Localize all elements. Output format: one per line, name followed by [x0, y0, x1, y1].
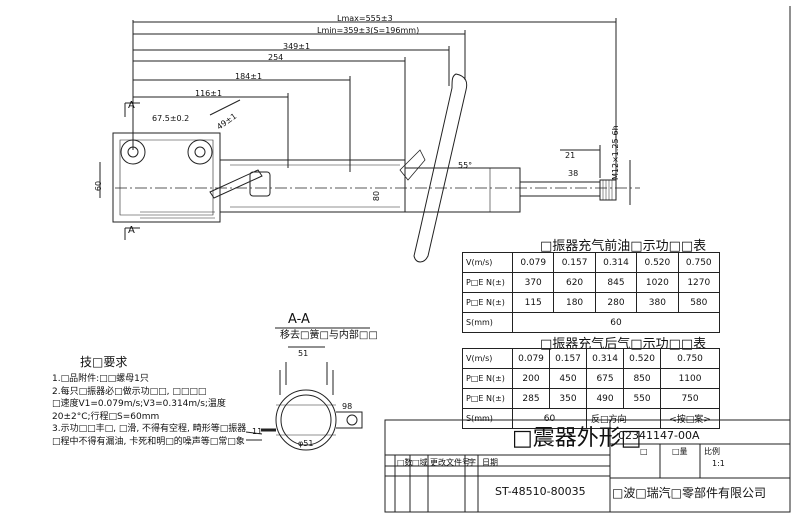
- dim-184: 184±1: [235, 72, 263, 81]
- table-row: P□E N(±) 115 180 280 380 580: [462, 292, 721, 313]
- cell: 0.750: [677, 252, 721, 273]
- cell: 0.157: [549, 348, 588, 369]
- cell: 1270: [677, 272, 721, 293]
- row-label: P□E N(±): [462, 272, 513, 293]
- cell: 60: [512, 312, 720, 333]
- drawing-number: ST-48510-80035: [495, 485, 586, 498]
- requirement-line: □程中不得有漏油, 卡死和明□的噪声等□常□象: [52, 436, 245, 447]
- row-label: P□E N(±): [462, 292, 513, 313]
- dim-80: 80: [372, 190, 382, 202]
- cell: 0.520: [636, 252, 679, 273]
- table-front: V(m/s) 0.079 0.157 0.314 0.520 0.750 P□E…: [462, 252, 721, 333]
- title-block-header: 字: [468, 458, 476, 467]
- dim-lmax: Lmax=555±3: [337, 14, 393, 23]
- dim-67-5: 67.5±0.2: [152, 114, 190, 123]
- table-row: V(m/s) 0.079 0.157 0.314 0.520 0.750: [462, 348, 720, 369]
- cell: 845: [594, 272, 638, 293]
- row-label: V(m/s): [462, 348, 513, 369]
- title-block-label: □量: [672, 447, 688, 456]
- section-marker-bottom: A: [128, 225, 135, 236]
- cell: 580: [677, 292, 721, 313]
- company-name: □波□瑞汽□零部件有限公司: [612, 486, 767, 500]
- cell: 180: [553, 292, 596, 313]
- table-row: P□E N(±) 200 450 675 850 1100: [462, 368, 720, 389]
- section-title: A-A: [288, 312, 310, 327]
- requirement-line: 3.示功□□丰□, □滑, 不得有空程, 畸形等□振器: [52, 424, 247, 434]
- cell: 0.079: [511, 348, 551, 369]
- dim-lmin: Lmin=359±3(S=196mm): [317, 26, 420, 35]
- table-row: P□E N(±) 370 620 845 1020 1270: [462, 272, 721, 293]
- scale-value: 1:1: [712, 459, 725, 468]
- cell: 0.157: [553, 252, 596, 273]
- cell: 380: [636, 292, 679, 313]
- dim-11: 11: [252, 427, 263, 436]
- dim-349: 349±1: [283, 42, 311, 51]
- dim-phi51: φ51: [298, 439, 314, 448]
- section-marker-top: A: [128, 100, 135, 111]
- cell: 620: [553, 272, 596, 293]
- table-row: V(m/s) 0.079 0.157 0.314 0.520 0.750: [462, 252, 721, 273]
- cell: 115: [511, 292, 555, 313]
- drawing-name: □震器外形□: [512, 426, 642, 451]
- title-block-label: □: [640, 447, 648, 456]
- row-label: V(m/s): [462, 252, 513, 273]
- title-block-header: □域: [412, 458, 428, 467]
- cell: <按□案>: [660, 408, 720, 429]
- cell: 850: [623, 368, 662, 389]
- dim-21: 21: [565, 151, 576, 160]
- cell: 350: [549, 388, 588, 409]
- cell: 200: [511, 368, 551, 389]
- cell: 0.750: [660, 348, 720, 369]
- cell: 550: [623, 388, 662, 409]
- cell: 280: [594, 292, 638, 313]
- part-number: 02341147-00A: [618, 429, 700, 442]
- cell: 1020: [636, 272, 679, 293]
- cell: 反□方向: [586, 408, 662, 429]
- requirements-title: 技□要求: [80, 355, 128, 369]
- table-row: S(mm) 60: [462, 312, 720, 333]
- dim-angle: 55°: [458, 161, 473, 170]
- section-subtitle: 移去□簧□与内部□□: [280, 330, 378, 341]
- cell: 0.314: [586, 348, 625, 369]
- row-label: P□E N(±): [462, 388, 513, 409]
- dim-60: 60: [94, 180, 104, 192]
- cell: 0.520: [623, 348, 662, 369]
- cell: 1100: [660, 368, 720, 389]
- cell: 0.314: [594, 252, 638, 273]
- row-label: P□E N(±): [462, 368, 513, 389]
- table-row: P□E N(±) 285 350 490 550 750: [462, 388, 720, 409]
- dim-bolt: M12×1.25-6h: [611, 125, 620, 180]
- cell: 490: [586, 388, 625, 409]
- row-label: S(mm): [462, 312, 513, 333]
- requirement-line: □速度V1=0.079m/s;V3=0.314m/s;温度: [52, 399, 226, 409]
- dim-38: 38: [568, 169, 579, 178]
- title-block-header: 日期: [482, 458, 498, 467]
- cell: 0.079: [511, 252, 555, 273]
- table-front-title: □振器充气前油□示功□□表: [540, 239, 707, 254]
- cell: 60: [511, 408, 588, 429]
- dim-51: 51: [298, 349, 309, 358]
- cell: 750: [660, 388, 720, 409]
- requirement-line: 2.每只□振器必□做示功□□, □□□□: [52, 386, 207, 397]
- cell: 675: [586, 368, 625, 389]
- table-row: S(mm) 60 反□方向 <按□案>: [462, 408, 720, 429]
- table-back: V(m/s) 0.079 0.157 0.314 0.520 0.750 P□E…: [462, 348, 720, 429]
- dim-116: 116±1: [195, 89, 223, 98]
- title-block-label: 比例: [704, 447, 720, 456]
- cell: 285: [511, 388, 551, 409]
- requirement-line: 20±2°C;行程□S=60mm: [52, 411, 160, 422]
- requirement-line: 1.□品附件:□□螺母1只: [52, 374, 149, 384]
- row-label: S(mm): [462, 408, 513, 429]
- dim-254: 254: [268, 53, 284, 62]
- dim-98: 98: [342, 402, 353, 411]
- requirements-list: 1.□品附件:□□螺母1只 2.每只□振器必□做示功□□, □□□□ □速度V1…: [52, 373, 246, 448]
- cell: 370: [511, 272, 555, 293]
- title-block-header: □数: [397, 458, 413, 467]
- cell: 450: [549, 368, 588, 389]
- title-block-header: 更改文件号: [430, 458, 470, 467]
